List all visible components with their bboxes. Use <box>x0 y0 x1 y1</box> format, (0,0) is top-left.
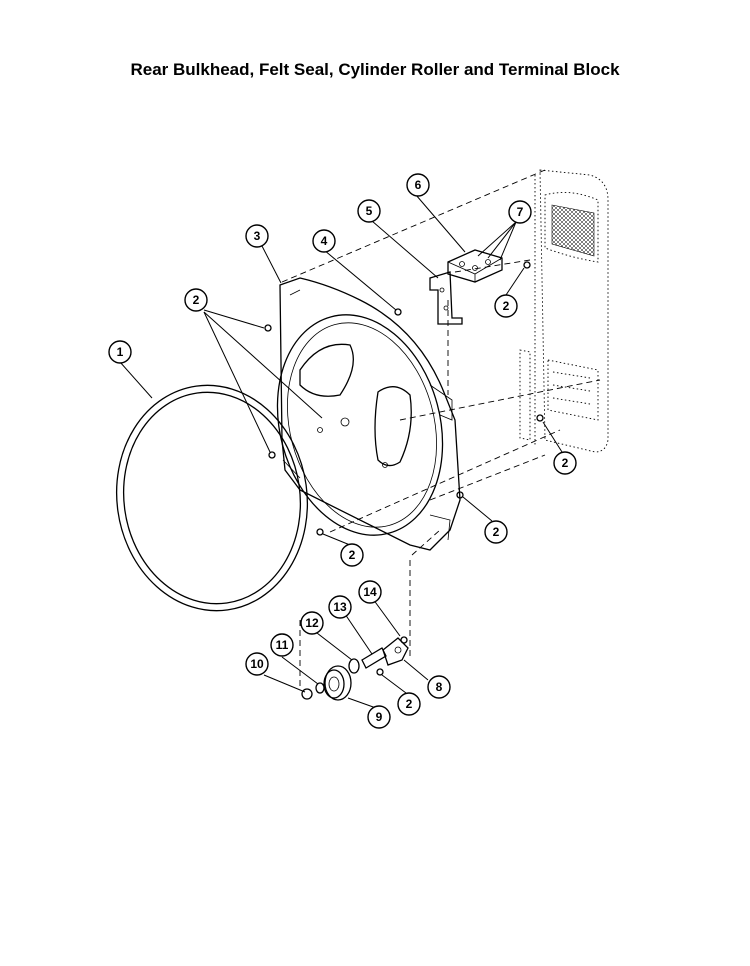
callout-4-label: 4 <box>321 234 328 248</box>
callout-8: 8 <box>427 675 451 699</box>
callout-1: 1 <box>108 340 132 364</box>
felt-seal-ring <box>115 384 309 612</box>
terminal-bracket <box>429 271 463 325</box>
terminal-block <box>447 249 503 283</box>
callout-2-right-upper: 2 <box>494 294 518 318</box>
callout-7: 7 <box>508 200 532 224</box>
cabinet-rear-outline <box>519 169 609 453</box>
callout-2-roller: 2 <box>397 692 421 716</box>
callout-10: 10 <box>245 652 269 676</box>
callout-6-label: 6 <box>415 178 422 192</box>
callout-2-left: 2 <box>184 288 208 312</box>
diagram-title: Rear Bulkhead, Felt Seal, Cylinder Rolle… <box>130 60 620 79</box>
callout-2-roller-label: 2 <box>406 697 413 711</box>
callout-2-right-upper-label: 2 <box>503 299 510 313</box>
callout-7-label: 7 <box>517 205 524 219</box>
callout-11-label: 11 <box>276 638 289 652</box>
callout-3: 3 <box>245 224 269 248</box>
callout-9: 9 <box>367 705 391 729</box>
exhaust-grille <box>551 204 595 257</box>
callout-11: 11 <box>270 633 294 657</box>
callout-4: 4 <box>312 229 336 253</box>
callout-12: 12 <box>300 611 324 635</box>
leader-lines <box>119 194 563 709</box>
callout-13-label: 13 <box>333 600 347 614</box>
callout-14: 14 <box>358 580 382 604</box>
screws <box>264 261 544 676</box>
callout-13: 13 <box>328 595 352 619</box>
callout-3-label: 3 <box>254 229 261 243</box>
callout-9-label: 9 <box>376 710 383 724</box>
callout-2-left-label: 2 <box>193 293 200 307</box>
callout-10-label: 10 <box>250 657 264 671</box>
callout-6: 6 <box>406 173 430 197</box>
callout-14-label: 14 <box>363 585 377 599</box>
callout-2-bulkhead-bottom: 2 <box>340 543 364 567</box>
callout-8-label: 8 <box>436 680 443 694</box>
rear-bulkhead <box>276 277 461 551</box>
cylinder-roller-assembly <box>301 636 409 701</box>
callout-2-bulkhead-bottom-label: 2 <box>349 548 356 562</box>
callout-2-bulkhead-right: 2 <box>484 520 508 544</box>
callout-12-label: 12 <box>305 616 319 630</box>
callout-2-bulkhead-right-label: 2 <box>493 525 500 539</box>
callout-2-right-lower-label: 2 <box>562 456 569 470</box>
callout-1-label: 1 <box>117 345 124 359</box>
callout-2-right-lower: 2 <box>553 451 577 475</box>
callout-5-label: 5 <box>366 204 373 218</box>
callout-5: 5 <box>357 199 381 223</box>
